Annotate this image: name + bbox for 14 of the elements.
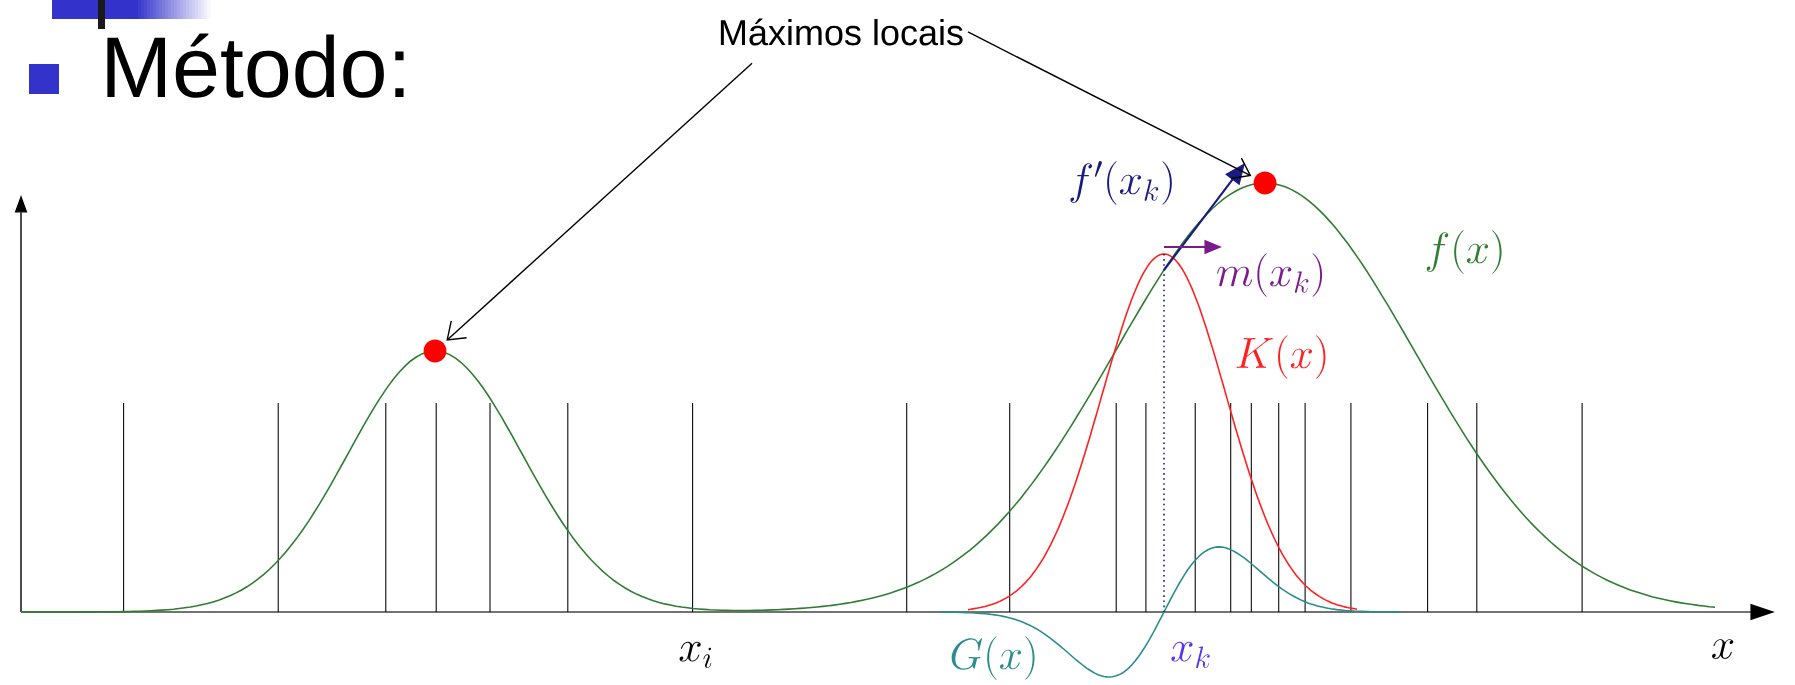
curve-label: $K(x)$	[1236, 335, 1326, 379]
curve-label: $f'(x_k)$	[1070, 161, 1172, 205]
curve-label: $m(x_k)$	[1217, 253, 1323, 297]
callout-text: Máximos locais	[720, 18, 963, 46]
leader-line	[446, 62, 753, 341]
axis-label: $x_i$	[679, 641, 712, 668]
heading: Método:	[107, 33, 404, 98]
axis-label: $x$	[1712, 639, 1734, 659]
leader-line	[967, 31, 1252, 180]
maximum-dot	[1253, 171, 1277, 195]
curve-label: $G(x)$	[951, 636, 1035, 680]
axis-label: $x_k$	[1171, 641, 1210, 668]
maximum-dot	[423, 339, 447, 363]
curve-label: $f(x)$	[1426, 230, 1502, 274]
